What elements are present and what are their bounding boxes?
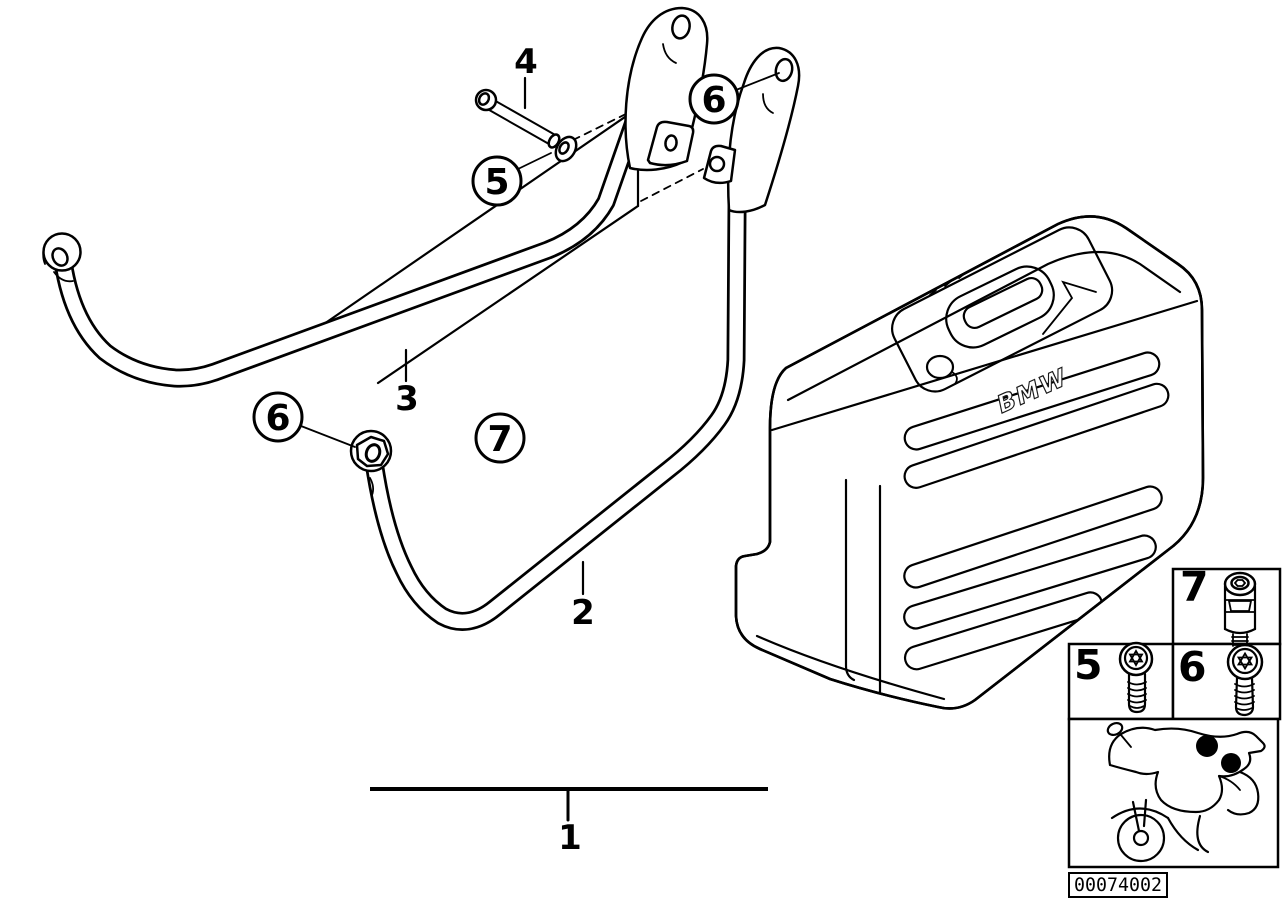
handle-grip xyxy=(962,276,1044,330)
callout-4: 4 xyxy=(514,42,538,82)
mounting-lug-left xyxy=(646,120,695,167)
callout-1: 1 xyxy=(558,818,582,858)
callout-2: 2 xyxy=(571,593,595,633)
case-lock xyxy=(925,354,958,385)
mount-point-dot xyxy=(1221,753,1241,773)
svg-text:6: 6 xyxy=(265,398,290,439)
mounting-pin xyxy=(474,88,578,163)
callout-circle-5: 5 xyxy=(471,152,552,207)
location-thumbnail xyxy=(1067,717,1280,869)
fastener-legend: 7 5 6 xyxy=(1067,563,1282,898)
callout-circle-6-upper: 6 xyxy=(688,72,780,125)
callouts: 4 3 2 1 5 6 6 7 xyxy=(252,42,780,858)
legend-label-6: 6 xyxy=(1178,643,1207,691)
thumbnail-frame xyxy=(1067,717,1280,869)
latch-notch xyxy=(1042,280,1097,335)
svg-text:6: 6 xyxy=(701,80,726,121)
svg-text:5: 5 xyxy=(484,162,509,203)
legend-label-7: 7 xyxy=(1180,563,1209,611)
pannier-case: BMW xyxy=(734,215,1205,710)
callout-circle-6-lower: 6 xyxy=(252,391,356,448)
doc-number-box: 00074002 xyxy=(1068,872,1168,898)
arm-eyelet-hole xyxy=(774,57,794,83)
legend-label-5: 5 xyxy=(1074,641,1103,689)
mount-point-dot xyxy=(1196,735,1218,757)
motorcycle-icon xyxy=(1106,721,1266,863)
callout-3: 3 xyxy=(395,379,419,419)
rear-bracket-arm xyxy=(726,46,801,214)
handle-recess xyxy=(945,265,1055,349)
threaded-spacer-sleeve-icon xyxy=(1223,571,1257,650)
lid-panel xyxy=(891,226,1114,393)
pin-washer xyxy=(554,135,578,163)
callout-circle-7: 7 xyxy=(474,412,526,464)
flange-nut xyxy=(355,435,390,468)
svg-text:7: 7 xyxy=(487,419,512,460)
socket-head-screw-long-icon xyxy=(1226,643,1264,717)
arm-eyelet-hole xyxy=(671,14,691,40)
mounting-lug-right xyxy=(702,144,737,185)
doc-number: 00074002 xyxy=(1074,874,1162,896)
upper-frame-bar xyxy=(42,72,658,388)
socket-head-screw-short-icon xyxy=(1118,641,1154,714)
